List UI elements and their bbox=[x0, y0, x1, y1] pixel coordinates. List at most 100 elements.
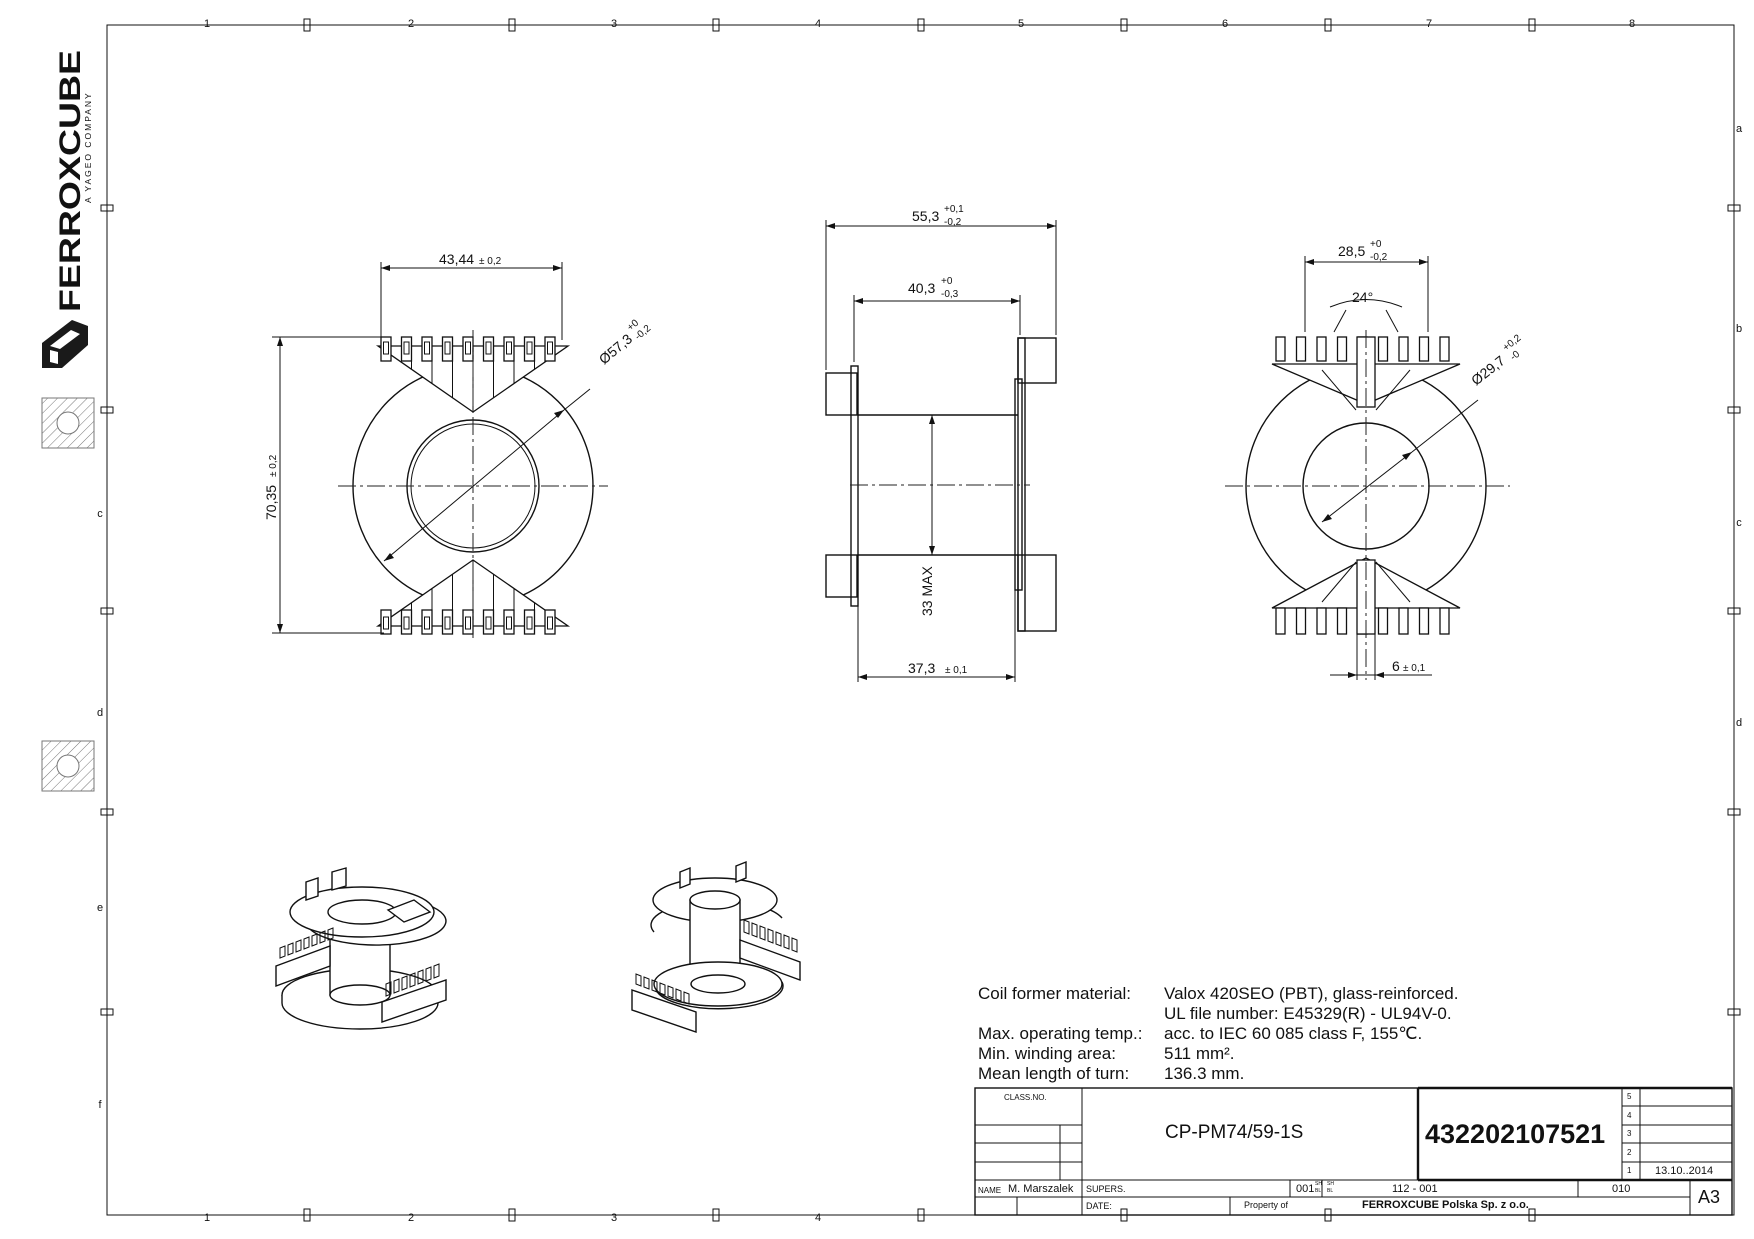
col-label: 3 bbox=[611, 18, 617, 30]
frame-tick bbox=[508, 1208, 516, 1222]
row-labels-right: a b c d bbox=[1736, 123, 1743, 729]
front-pin-slot bbox=[506, 341, 512, 355]
iso-pin bbox=[303, 936, 310, 950]
cube-icon bbox=[42, 320, 88, 368]
iso-pin bbox=[295, 939, 302, 953]
frame-tick bbox=[100, 607, 114, 615]
revision-index: 2 bbox=[1627, 1148, 1632, 1157]
rear-pin bbox=[1398, 607, 1409, 635]
drawing-no: 112 - 001 bbox=[1392, 1183, 1438, 1195]
frame-tick bbox=[1324, 18, 1332, 32]
iso-pin bbox=[287, 942, 294, 956]
frame-tick bbox=[1528, 18, 1536, 32]
note-value: acc. to IEC 60 085 class F, 155℃. bbox=[1164, 1024, 1423, 1043]
sheet-format: A3 bbox=[1698, 1187, 1721, 1207]
iso-pin bbox=[425, 966, 432, 982]
revision-index: 3 bbox=[1627, 1129, 1632, 1138]
rear-pin bbox=[1336, 336, 1348, 362]
front-pin-slot bbox=[485, 616, 492, 630]
rear-pin bbox=[1439, 607, 1450, 635]
column-labels-bottom: 1 2 3 4 bbox=[204, 1212, 821, 1224]
front-pin-slot bbox=[506, 616, 512, 630]
ferroxcube-logo: FERROXCUBE A YAGEO COMPANY bbox=[42, 50, 93, 368]
col-label: 6 bbox=[1222, 18, 1228, 30]
side-view bbox=[825, 337, 1057, 632]
col-label: 4 bbox=[815, 18, 821, 30]
rear-pin bbox=[1275, 336, 1286, 362]
part-name: CP-PM74/59-1S bbox=[1165, 1122, 1304, 1143]
name-label: NAME bbox=[978, 1186, 1002, 1195]
dim-front-width: 43,44 bbox=[439, 251, 474, 267]
dim-front-diameter: Ø57,3 bbox=[596, 330, 636, 367]
note-label: Min. winding area: bbox=[978, 1044, 1116, 1063]
note-value: 136.3 mm. bbox=[1164, 1064, 1245, 1083]
revision-index: 5 bbox=[1627, 1092, 1632, 1101]
company-name: FERROXCUBE Polska Sp. z o.o. bbox=[1362, 1199, 1529, 1211]
front-pin-slot bbox=[383, 341, 389, 355]
note-label: Max. operating temp.: bbox=[978, 1024, 1143, 1043]
front-pin-slot bbox=[526, 616, 533, 630]
dim-side-inner-tol-lower: -0,3 bbox=[941, 289, 959, 300]
frame-tick bbox=[917, 1208, 925, 1222]
front-pin-slot bbox=[444, 616, 451, 630]
iso-pin bbox=[319, 930, 326, 944]
iso-pin bbox=[683, 991, 690, 1005]
front-pin-slot bbox=[547, 616, 553, 630]
col-label: 7 bbox=[1426, 18, 1432, 30]
frame-tick bbox=[1727, 607, 1741, 615]
col-label: 3 bbox=[611, 1212, 617, 1224]
code-value: 010 bbox=[1612, 1183, 1631, 1195]
row-label: d bbox=[1736, 717, 1742, 729]
dim-rear-width: 28,5 bbox=[1338, 243, 1365, 259]
front-pin bbox=[482, 336, 495, 362]
frame-tick bbox=[917, 18, 925, 32]
front-pin bbox=[462, 609, 474, 635]
frame-tick bbox=[712, 1208, 720, 1222]
dim-side-bottom: 37,3 bbox=[908, 660, 935, 676]
sheet-label: SH bbox=[1327, 1181, 1334, 1187]
iso-pin bbox=[659, 982, 666, 996]
rear-pin bbox=[1336, 607, 1348, 635]
note-value: UL file number: E45329(R) - UL94V-0. bbox=[1164, 1004, 1452, 1023]
col-label: 2 bbox=[408, 18, 414, 30]
front-pin-slot bbox=[383, 616, 389, 630]
frame-tick bbox=[1727, 406, 1741, 414]
frame-tick bbox=[100, 204, 114, 212]
note-row: Max. operating temp.: acc. to IEC 60 085 … bbox=[978, 1024, 1458, 1044]
front-pin bbox=[421, 609, 433, 635]
iso-pin bbox=[791, 937, 798, 953]
front-pin bbox=[523, 336, 536, 362]
revision-date: 13.10..2014 bbox=[1655, 1165, 1714, 1177]
dim-rear-diameter: Ø29,7 bbox=[1468, 352, 1508, 388]
supers-label: SUPERS. bbox=[1086, 1184, 1126, 1194]
rear-pin bbox=[1377, 336, 1389, 362]
note-row: Mean length of turn:136.3 mm. bbox=[978, 1064, 1458, 1084]
front-pin-slot bbox=[444, 341, 451, 355]
part-number: 432202107521 bbox=[1425, 1119, 1606, 1149]
projection-symbol bbox=[41, 397, 95, 449]
rear-pin bbox=[1275, 607, 1286, 635]
dim-side-total: 55,3 bbox=[912, 208, 939, 224]
dim-rear-slot: 6 bbox=[1392, 658, 1400, 674]
frame-tick bbox=[100, 1008, 114, 1016]
class-no-label: CLASS.NO. bbox=[1004, 1093, 1047, 1102]
row-label: d bbox=[97, 707, 103, 719]
date-label: DATE: bbox=[1086, 1201, 1112, 1211]
iso-pin bbox=[759, 925, 766, 941]
iso-pin bbox=[327, 927, 334, 941]
rear-pin bbox=[1439, 336, 1450, 362]
dim-side-inner: 40,3 bbox=[908, 280, 935, 296]
dim-side-bottom-tol: ± 0,1 bbox=[945, 665, 968, 676]
col-label: 8 bbox=[1629, 18, 1635, 30]
front-pin-slot bbox=[403, 341, 410, 355]
dim-rear-slot-tol: ± 0,1 bbox=[1403, 663, 1426, 674]
col-label: 1 bbox=[204, 18, 210, 30]
iso-pin bbox=[393, 978, 400, 994]
front-pin bbox=[400, 336, 413, 362]
frame-tick bbox=[508, 18, 516, 32]
note-label bbox=[978, 1004, 1164, 1024]
brand-tagline: A YAGEO COMPANY bbox=[83, 91, 93, 203]
iso-pin bbox=[417, 969, 424, 985]
frame-tick bbox=[1120, 18, 1128, 32]
